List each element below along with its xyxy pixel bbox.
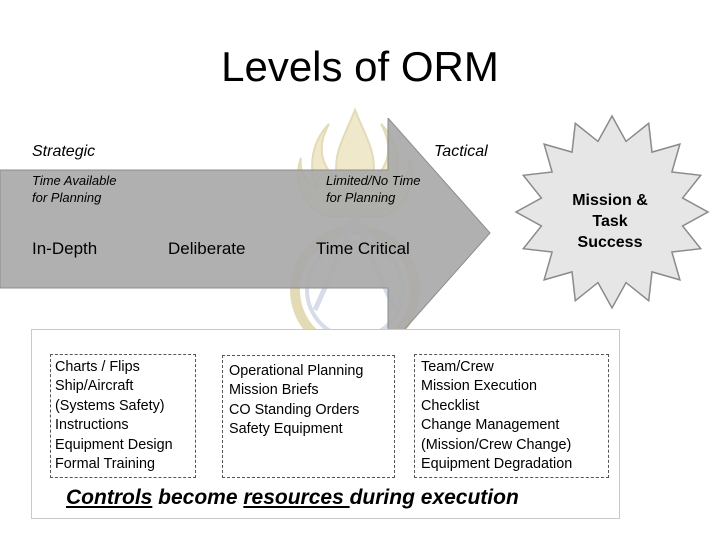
tagline-during: during execution — [349, 486, 519, 509]
level-in-depth: In-Depth — [32, 239, 98, 258]
control-item: CO Standing Orders — [229, 401, 360, 418]
deliberate-controls-list: Operational Planning Mission Briefs CO S… — [229, 362, 363, 440]
mission-success-line: Mission & — [572, 192, 648, 209]
mission-success-text: Mission & Task Success — [540, 190, 680, 253]
time-critical-controls-box — [414, 354, 609, 478]
in-depth-controls-box — [50, 354, 196, 478]
limited-time-line: Limited/No Time — [326, 173, 421, 188]
control-item: Mission Briefs — [229, 382, 319, 399]
control-item: Checklist — [421, 397, 480, 414]
mission-success-line: Success — [577, 234, 643, 251]
in-depth-controls-list: Charts / Flips Ship/Aircraft (Systems Sa… — [55, 358, 173, 474]
slide-title: Levels of ORM — [221, 43, 499, 90]
control-item: Charts / Flips — [55, 359, 140, 375]
control-item: Safety Equipment — [229, 421, 343, 438]
time-available-label: Time Available for Planning — [32, 172, 152, 206]
strategic-label: Strategic — [32, 143, 96, 160]
control-item: Instructions — [55, 417, 129, 434]
time-critical-controls-list: Team/Crew Mission Execution Checklist Ch… — [421, 358, 572, 474]
control-item: Ship/Aircraft — [55, 378, 134, 395]
control-item: Change Management — [421, 417, 560, 434]
control-item: Mission Execution — [421, 378, 537, 395]
control-item: (Systems Safety) — [55, 397, 165, 414]
level-deliberate: Deliberate — [168, 239, 246, 258]
tagline-become: become — [152, 486, 244, 509]
control-item: Formal Training — [55, 455, 155, 472]
control-item: Team/Crew — [421, 359, 494, 375]
tactical-label: Tactical — [434, 143, 488, 160]
limited-time-line: for Planning — [326, 190, 396, 205]
control-item: Equipment Design — [55, 436, 173, 453]
controls-tagline: Controls become resources during executi… — [66, 486, 519, 510]
time-available-line: Time Available — [32, 173, 117, 188]
tagline-resources: resources — [243, 486, 350, 509]
limited-time-label: Limited/No Time for Planning — [326, 172, 446, 206]
level-time-critical: Time Critical — [316, 239, 410, 258]
time-available-line: for Planning — [32, 190, 102, 205]
control-item: Operational Planning — [229, 363, 364, 379]
mission-success-line: Task — [592, 213, 628, 230]
control-item: Equipment Degradation — [421, 455, 573, 472]
tagline-controls: Controls — [66, 486, 153, 509]
deliberate-controls-box — [222, 355, 395, 478]
control-item: (Mission/Crew Change) — [421, 436, 572, 453]
mission-success-starburst — [514, 114, 710, 310]
timeline-arrow — [0, 118, 491, 348]
